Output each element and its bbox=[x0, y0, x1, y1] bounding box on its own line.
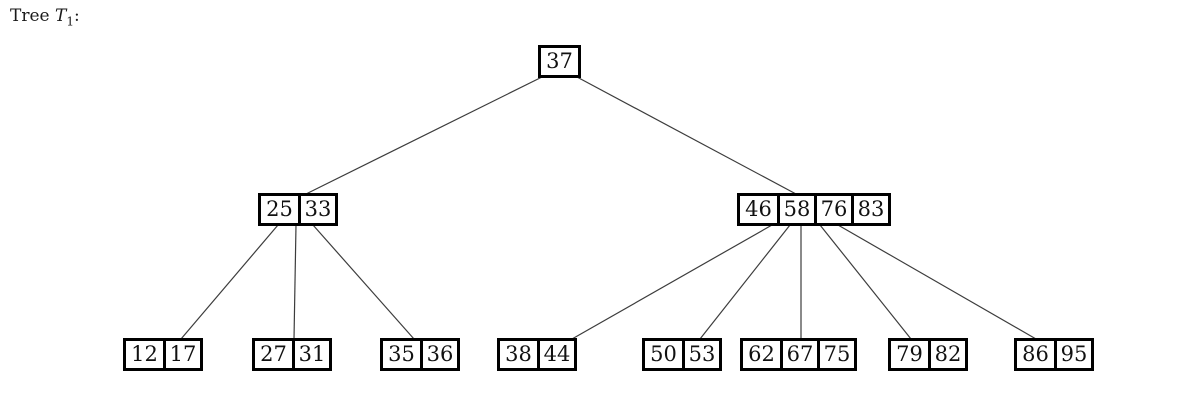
tree-edge-i1-l1 bbox=[180, 224, 279, 340]
key-cell-37: 37 bbox=[546, 49, 573, 73]
key-cell-67: 67 bbox=[780, 341, 817, 368]
tree-title-subscript: 1 bbox=[66, 14, 74, 29]
tree-edge-i2-l5 bbox=[699, 224, 791, 340]
btree-node-37: 37 bbox=[538, 45, 581, 78]
key-cell-33: 33 bbox=[298, 196, 335, 223]
tree-edge-i2-l7 bbox=[819, 224, 912, 340]
key-cell-76: 76 bbox=[814, 196, 851, 223]
key-cell-44: 44 bbox=[537, 341, 574, 368]
key-cell-86: 86 bbox=[1022, 342, 1049, 366]
key-cell-82: 82 bbox=[928, 341, 965, 368]
key-cell-95: 95 bbox=[1054, 341, 1091, 368]
key-cell-50: 50 bbox=[650, 342, 677, 366]
key-cell-53: 53 bbox=[682, 341, 719, 368]
key-cell-58: 58 bbox=[777, 196, 814, 223]
tree-edge-root-i2 bbox=[576, 76, 797, 195]
tree-title: Tree T1: bbox=[10, 6, 80, 29]
tree-title-variable: T bbox=[55, 6, 67, 26]
tree-title-prefix: Tree bbox=[10, 6, 55, 26]
key-cell-62: 62 bbox=[748, 342, 775, 366]
key-cell-35: 35 bbox=[388, 342, 415, 366]
key-cell-25: 25 bbox=[266, 197, 293, 221]
key-cell-38: 38 bbox=[505, 342, 532, 366]
key-cell-75: 75 bbox=[817, 341, 854, 368]
key-cell-31: 31 bbox=[292, 341, 329, 368]
key-cell-17: 17 bbox=[163, 341, 200, 368]
tree-edge-root-i1 bbox=[305, 76, 543, 195]
tree-edge-i2-l8 bbox=[837, 224, 1037, 340]
key-cell-79: 79 bbox=[896, 342, 923, 366]
tree-edge-i1-l2 bbox=[293, 224, 297, 340]
key-cell-46: 46 bbox=[745, 197, 772, 221]
tree-edge-i1-l3 bbox=[312, 224, 415, 340]
tree-edge-i2-l4 bbox=[571, 224, 773, 340]
key-cell-12: 12 bbox=[131, 342, 158, 366]
key-cell-36: 36 bbox=[420, 341, 457, 368]
key-cell-27: 27 bbox=[260, 342, 287, 366]
tree-title-suffix: : bbox=[73, 6, 80, 26]
key-cell-83: 83 bbox=[851, 196, 888, 223]
